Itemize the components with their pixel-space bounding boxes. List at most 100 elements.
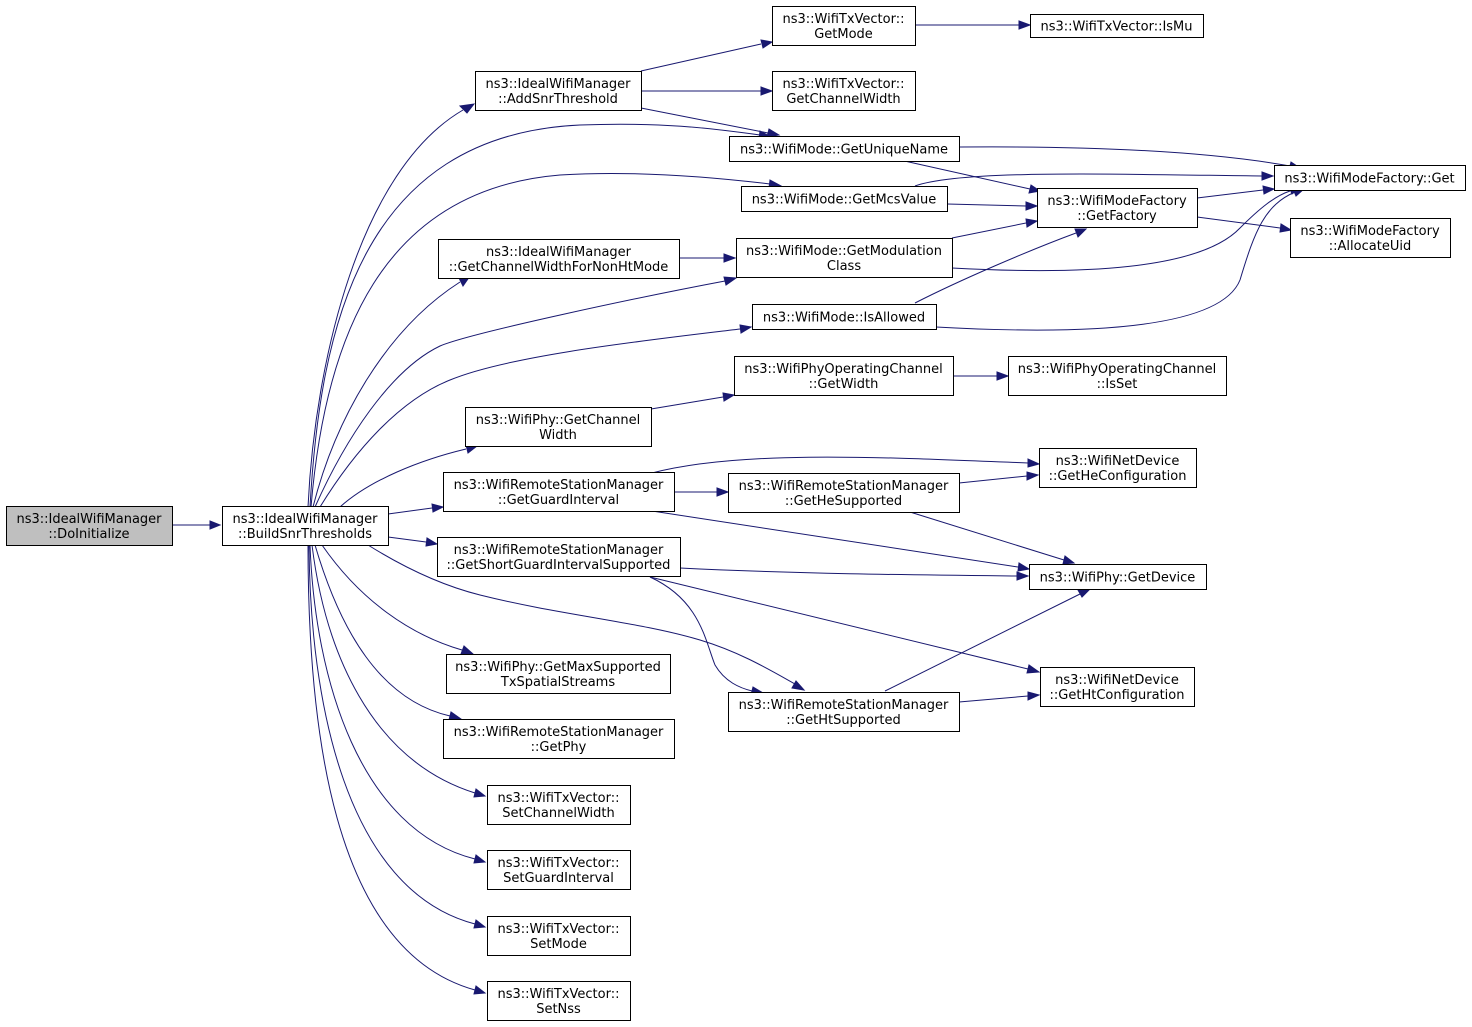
node-label-line: Width bbox=[539, 428, 577, 443]
node-box bbox=[728, 692, 960, 732]
node-box bbox=[446, 654, 671, 694]
node-mode-isallowed[interactable]: ns3::WifiMode::IsAllowed bbox=[752, 304, 937, 330]
edge-build-snr-to-get-guard-interval bbox=[387, 503, 445, 515]
node-box bbox=[487, 916, 631, 956]
node-label-line: GetMode bbox=[814, 27, 873, 42]
node-rsm-he[interactable]: ns3::WifiRemoteStationManager::GetHeSupp… bbox=[728, 473, 960, 513]
node-txv-getmode[interactable]: ns3::WifiTxVector::GetMode bbox=[772, 6, 916, 46]
node-label-line: ::GetWidth bbox=[809, 377, 879, 392]
edge-get-guard-interval-to-he-supported bbox=[674, 487, 730, 497]
node-label-line: ns3::WifiPhy::GetMaxSupported bbox=[455, 660, 661, 675]
node-label-line: ns3::WifiPhy::GetDevice bbox=[1040, 571, 1196, 586]
node-label-line: ns3::WifiRemoteStationManager bbox=[739, 479, 949, 494]
node-label-line: ns3::WifiRemoteStationManager bbox=[454, 725, 664, 740]
node-label-line: ::GetGuardInterval bbox=[498, 493, 619, 508]
node-label-line: ::GetHeConfiguration bbox=[1049, 469, 1187, 484]
node-label-line: SetChannelWidth bbox=[502, 806, 615, 821]
node-label-line: ns3::WifiTxVector:: bbox=[497, 987, 619, 1002]
edge-phy-get-cw-to-get-width bbox=[650, 392, 736, 410]
node-label-line: ns3::WifiTxVector:: bbox=[497, 922, 619, 937]
node-mode-uniquename[interactable]: ns3::WifiMode::GetUniqueName bbox=[729, 136, 960, 162]
node-label-line: ::GetHtConfiguration bbox=[1050, 688, 1185, 703]
node-label-line: ::GetFactory bbox=[1077, 209, 1157, 224]
node-label-line: ::DoInitialize bbox=[48, 527, 129, 542]
node-box bbox=[1290, 218, 1451, 258]
node-box bbox=[438, 239, 680, 279]
node-factory-get[interactable]: ns3::WifiModeFactory::Get bbox=[1274, 165, 1466, 191]
node-add-snr[interactable]: ns3::IdealWifiManager::AddSnrThreshold bbox=[475, 71, 642, 111]
edge-he-supported-to-he-configuration bbox=[958, 471, 1040, 484]
node-factory-alloc[interactable]: ns3::WifiModeFactory::AllocateUid bbox=[1290, 218, 1451, 258]
node-do-initialize[interactable]: ns3::IdealWifiManager::DoInitialize bbox=[6, 506, 173, 546]
node-label-line: ns3::WifiRemoteStationManager bbox=[454, 543, 664, 558]
edge-get-modulation-class-to-get-factory bbox=[951, 218, 1039, 239]
node-label-line: ::IsSet bbox=[1097, 377, 1138, 392]
node-box bbox=[752, 304, 937, 330]
node-opch-isset[interactable]: ns3::WifiPhyOperatingChannel::IsSet bbox=[1008, 356, 1227, 396]
node-netdev-he[interactable]: ns3::WifiNetDevice::GetHeConfiguration bbox=[1039, 448, 1197, 488]
node-label-line: SetGuardInterval bbox=[503, 871, 614, 886]
node-ideal-cw-nonht[interactable]: ns3::IdealWifiManager::GetChannelWidthFo… bbox=[438, 239, 680, 279]
node-phy-getcw[interactable]: ns3::WifiPhy::GetChannelWidth bbox=[465, 407, 652, 447]
node-label-line: ns3::WifiMode::GetMcsValue bbox=[752, 193, 937, 208]
node-box bbox=[736, 238, 953, 278]
node-label-line: SetMode bbox=[530, 937, 587, 952]
edge-build-snr-to-get-modulation-class bbox=[314, 276, 738, 508]
node-label-line: ns3::WifiMode::GetUniqueName bbox=[740, 143, 948, 158]
node-txv-ismu[interactable]: ns3::WifiTxVector::IsMu bbox=[1030, 14, 1204, 38]
node-build-snr[interactable]: ns3::IdealWifiManager::BuildSnrThreshold… bbox=[222, 506, 389, 546]
node-label-line: ::GetHtSupported bbox=[786, 713, 900, 728]
node-phy-getdevice[interactable]: ns3::WifiPhy::GetDevice bbox=[1029, 564, 1207, 590]
edge-he-supported-to-get-device bbox=[909, 511, 1076, 565]
node-box bbox=[487, 981, 631, 1021]
node-txv-setgi[interactable]: ns3::WifiTxVector::SetGuardInterval bbox=[487, 850, 631, 890]
call-nodes: ns3::IdealWifiManager::DoInitializens3::… bbox=[6, 6, 1466, 1021]
node-label-line: ns3::WifiTxVector:: bbox=[497, 856, 619, 871]
node-box bbox=[741, 186, 948, 212]
edge-build-snr-to-get-unique-name bbox=[309, 123, 773, 508]
node-label-line: ns3::WifiRemoteStationManager bbox=[739, 698, 949, 713]
node-netdev-ht[interactable]: ns3::WifiNetDevice::GetHtConfiguration bbox=[1040, 667, 1195, 707]
edge-build-snr-to-set-mode bbox=[308, 544, 487, 929]
node-opch-getwidth[interactable]: ns3::WifiPhyOperatingChannel::GetWidth bbox=[734, 356, 954, 396]
node-txv-setnss[interactable]: ns3::WifiTxVector::SetNss bbox=[487, 981, 631, 1021]
node-label-line: ::GetPhy bbox=[531, 740, 587, 755]
node-box bbox=[1274, 165, 1466, 191]
node-txv-getcw[interactable]: ns3::WifiTxVector::GetChannelWidth bbox=[772, 71, 916, 111]
node-box bbox=[1029, 564, 1207, 590]
node-mode-mcs[interactable]: ns3::WifiMode::GetMcsValue bbox=[741, 186, 948, 212]
node-box bbox=[772, 71, 916, 111]
edge-get-unique-name-to-factory-get bbox=[958, 146, 1302, 171]
node-box bbox=[437, 537, 681, 577]
node-phy-maxss[interactable]: ns3::WifiPhy::GetMaxSupportedTxSpatialSt… bbox=[446, 654, 671, 694]
node-box bbox=[6, 506, 173, 546]
node-label-line: SetNss bbox=[536, 1002, 581, 1017]
node-rsm-guard[interactable]: ns3::WifiRemoteStationManager::GetGuardI… bbox=[443, 472, 675, 512]
edge-build-snr-to-is-allowed bbox=[319, 324, 753, 508]
node-label-line: ns3::WifiPhy::GetChannel bbox=[476, 413, 641, 428]
node-label-line: ns3::WifiTxVector::IsMu bbox=[1040, 20, 1192, 35]
node-box bbox=[1039, 448, 1197, 488]
node-label-line: ::BuildSnrThresholds bbox=[238, 527, 372, 542]
node-box bbox=[734, 356, 954, 396]
node-label-line: ns3::WifiModeFactory bbox=[1047, 194, 1187, 209]
node-label-line: Class bbox=[827, 259, 861, 274]
node-factory-getfactory[interactable]: ns3::WifiModeFactory::GetFactory bbox=[1037, 188, 1198, 228]
node-label-line: ns3::IdealWifiManager bbox=[16, 512, 162, 527]
node-label-line: ns3::WifiModeFactory::Get bbox=[1284, 172, 1454, 187]
node-rsm-sgi[interactable]: ns3::WifiRemoteStationManager::GetShortG… bbox=[437, 537, 681, 577]
node-label-line: ::AllocateUid bbox=[1329, 239, 1411, 254]
node-label-line: ns3::WifiModeFactory bbox=[1300, 224, 1440, 239]
node-label-line: ::GetShortGuardIntervalSupported bbox=[447, 558, 671, 573]
edge-build-snr-to-set-guard-interval bbox=[309, 544, 487, 864]
node-rsm-ht[interactable]: ns3::WifiRemoteStationManager::GetHtSupp… bbox=[728, 692, 960, 732]
node-box bbox=[729, 136, 960, 162]
node-txv-setmode[interactable]: ns3::WifiTxVector::SetMode bbox=[487, 916, 631, 956]
node-label-line: ::AddSnrThreshold bbox=[498, 92, 618, 107]
node-label-line: ns3::WifiRemoteStationManager bbox=[454, 478, 664, 493]
node-label-line: ns3::WifiPhyOperatingChannel bbox=[1018, 362, 1217, 377]
node-rsm-getphy[interactable]: ns3::WifiRemoteStationManager::GetPhy bbox=[443, 719, 675, 759]
node-label-line: ns3::IdealWifiManager bbox=[232, 512, 378, 527]
node-txv-setcw[interactable]: ns3::WifiTxVector::SetChannelWidth bbox=[487, 785, 631, 825]
